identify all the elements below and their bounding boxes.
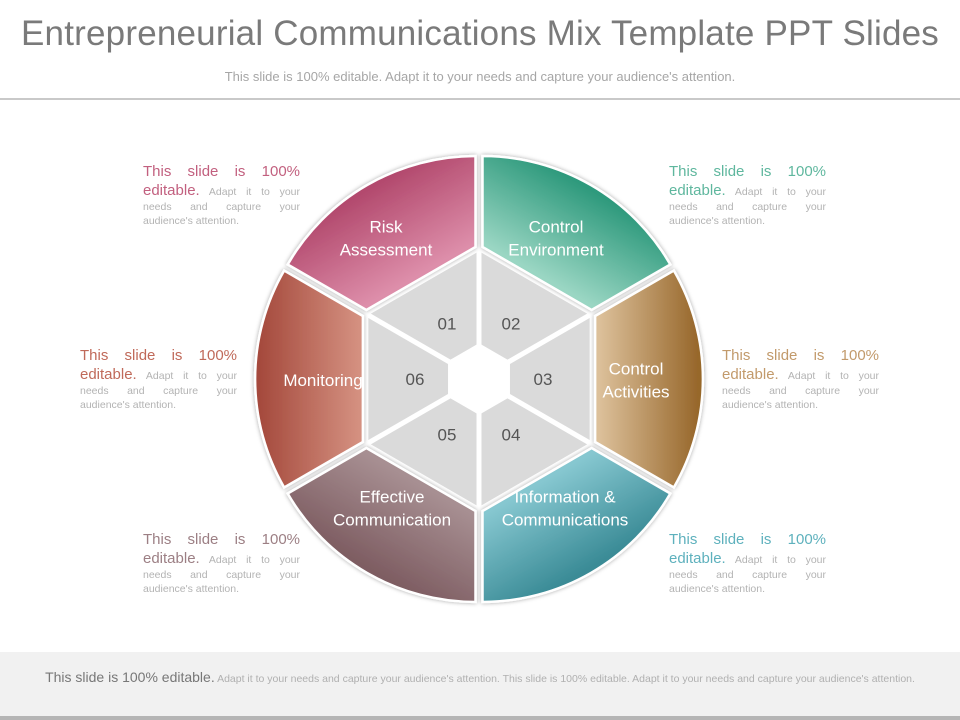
page-subtitle: This slide is 100% editable. Adapt it to… <box>224 69 736 84</box>
segment-number-01: 01 <box>438 315 457 334</box>
segment-number-06: 06 <box>406 370 425 389</box>
inner-risk-assessment <box>370 252 477 360</box>
note-risk-assessment: This slide is 100% editable. Adapt it to… <box>143 162 300 228</box>
note-body: Adapt it to your needs and capture your … <box>80 370 237 411</box>
note-control-activities: This slide is 100% editable. Adapt it to… <box>722 346 879 412</box>
inner-monitoring <box>368 318 449 440</box>
header-divider <box>0 98 960 100</box>
footer-text: This slide is 100% editable. Adapt it to… <box>30 670 930 686</box>
segment-label-information-and-communications: Information &Communications <box>502 488 629 530</box>
page-title: Entrepreneurial Communications Mix Templ… <box>21 14 939 53</box>
note-lead: This slide is 100% editable. <box>669 163 826 199</box>
segment-risk-assessment <box>285 154 477 312</box>
note-body: Adapt it to your needs and capture your … <box>143 554 300 595</box>
note-body: Adapt it to your needs and capture your … <box>669 186 826 227</box>
note-lead: This slide is 100% editable. <box>143 531 300 567</box>
footer-bar <box>0 716 960 720</box>
note-lead: This slide is 100% editable. <box>669 531 826 567</box>
footer-body: Adapt it to your needs and capture your … <box>217 673 915 685</box>
inner-effective-communication <box>370 398 477 506</box>
note-lead: This slide is 100% editable. <box>722 347 879 383</box>
footer-band <box>0 652 960 716</box>
segment-number-02: 02 <box>502 315 521 334</box>
segment-information-and-communications <box>481 446 673 604</box>
segment-control-environment <box>481 154 673 312</box>
note-monitoring: This slide is 100% editable. Adapt it to… <box>80 346 237 412</box>
footer-lead: This slide is 100% editable. <box>45 669 215 685</box>
note-control-environment: This slide is 100% editable. Adapt it to… <box>669 162 826 228</box>
segment-number-05: 05 <box>438 425 457 444</box>
segment-effective-communication <box>285 446 477 604</box>
segment-number-04: 04 <box>502 425 521 444</box>
note-body: Adapt it to your needs and capture your … <box>722 370 879 411</box>
segment-control-activities <box>593 268 705 490</box>
note-effective-communication: This slide is 100% editable. Adapt it to… <box>143 530 300 596</box>
note-lead: This slide is 100% editable. <box>143 163 300 199</box>
inner-control-activities <box>509 318 590 440</box>
inner-control-environment <box>481 252 588 360</box>
segment-monitoring <box>253 268 365 490</box>
note-information-communications: This slide is 100% editable. Adapt it to… <box>669 530 826 596</box>
segment-number-03: 03 <box>534 370 553 389</box>
note-body: Adapt it to your needs and capture your … <box>143 186 300 227</box>
inner-information-and-communications <box>481 398 588 506</box>
segment-label-monitoring: Monitoring <box>283 371 362 390</box>
note-lead: This slide is 100% editable. <box>80 347 237 383</box>
note-body: Adapt it to your needs and capture your … <box>669 554 826 595</box>
